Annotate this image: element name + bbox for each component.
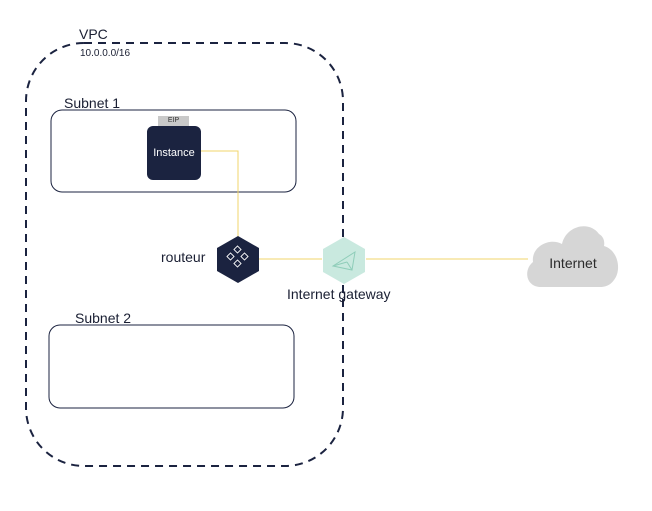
instance-to-router-line	[201, 150, 239, 245]
router-label: routeur	[161, 249, 206, 265]
subnet-1-label: Subnet 1	[64, 95, 121, 111]
vpc-cidr: 10.0.0.0/16	[80, 48, 131, 59]
subnet-2-box	[48, 324, 295, 409]
internet-gateway-icon[interactable]	[323, 237, 365, 284]
instance-node[interactable]	[147, 126, 201, 180]
vpc-title: VPC	[79, 26, 108, 42]
internet-gateway-label: Internet gateway	[287, 286, 391, 302]
eip-badge: EIP	[158, 116, 189, 126]
subnet-2-label: Subnet 2	[75, 310, 132, 326]
router-icon[interactable]	[217, 236, 259, 283]
vpc-boundary	[25, 42, 344, 467]
internet-label: Internet	[549, 255, 597, 271]
cloud-icon	[527, 226, 619, 287]
instance-label: Instance	[153, 147, 195, 159]
